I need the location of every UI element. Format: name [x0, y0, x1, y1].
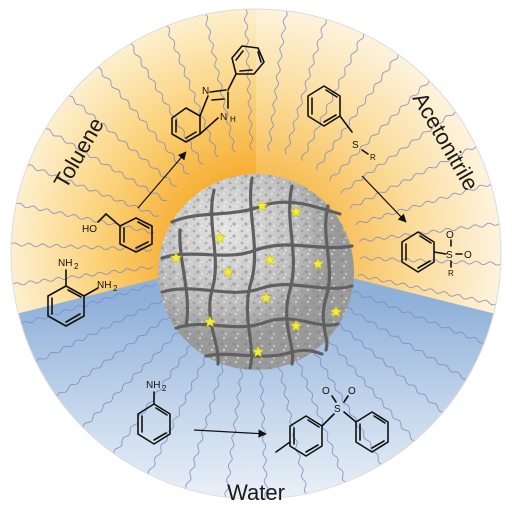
wavy-wire — [11, 265, 153, 288]
star-icon — [251, 345, 265, 358]
wavy-wire — [147, 347, 211, 480]
wavy-wire — [334, 321, 449, 415]
reaction-arrow-toluene — [137, 151, 187, 209]
wavy-wire — [92, 64, 190, 175]
wavy-wire — [243, 9, 254, 151]
wavy-wire — [80, 327, 183, 433]
wavy-wire — [329, 75, 432, 181]
wavy-wire — [224, 356, 245, 499]
star-icon — [263, 253, 277, 266]
oxygen-atom-label: O — [446, 230, 454, 241]
catalyst-sphere — [158, 174, 354, 370]
nitrogen-atom-label: N — [220, 112, 227, 123]
oxygen-atom-label: O — [322, 386, 330, 397]
solvent-label-water: Water — [227, 480, 285, 505]
hydroxyl-group-label: HO — [82, 224, 97, 235]
amine-subscript: 2 — [74, 262, 79, 271]
reaction-arrow-water — [193, 429, 267, 438]
wavy-wire — [63, 93, 178, 187]
wavy-wire — [16, 282, 157, 328]
nitrogen-atom-label: N — [202, 86, 209, 97]
star-icon — [259, 291, 273, 304]
wavy-wire — [276, 355, 310, 499]
wavy-wire — [11, 202, 155, 234]
star-icon — [329, 305, 343, 318]
oxygen-atom-label: O — [464, 250, 472, 261]
star-icon — [289, 319, 303, 332]
star-icon — [289, 205, 303, 218]
wavy-wire — [349, 142, 481, 210]
wavy-wire — [163, 21, 219, 158]
o-phenylenediamine-molecule: NH 2 NH 2 — [47, 258, 118, 327]
wavy-wire — [53, 313, 172, 401]
wavy-wire — [40, 127, 167, 201]
oxygen-atom-label: O — [348, 386, 356, 397]
benzyl-alcohol-molecule: HO — [82, 213, 153, 253]
wavy-wire — [202, 9, 236, 153]
star-icon — [203, 315, 217, 328]
hydrogen-atom-label: H — [230, 115, 236, 124]
wavy-wire — [22, 164, 160, 217]
sulfone-molecule: S O O R — [401, 230, 472, 278]
wavy-wire — [340, 107, 459, 195]
wavy-wire — [308, 343, 386, 469]
wavy-wire — [185, 353, 228, 495]
wavy-wire — [357, 274, 501, 306]
phenylbenzimidazole-molecule: N N H — [171, 45, 265, 143]
catalyst-sites — [169, 199, 343, 358]
wavy-wire — [293, 350, 349, 487]
amine-subscript: 2 — [113, 284, 118, 293]
wavy-wire — [284, 13, 327, 155]
wavy-wire — [126, 39, 204, 165]
star-icon — [169, 251, 183, 264]
wavy-wire — [352, 291, 490, 344]
wavy-wire — [31, 298, 163, 366]
star-icon — [311, 257, 325, 270]
star-icon — [255, 199, 269, 212]
star-icon — [213, 231, 227, 244]
sulfur-atom-label: S — [352, 140, 359, 151]
diaryl-sulfone-molecule: S O O — [275, 386, 389, 457]
reaction-arrow-acetonitrile — [361, 175, 407, 223]
alkyl-group-label: R — [370, 153, 376, 162]
amine-group-label: NH — [58, 258, 72, 269]
disc-outline — [10, 8, 502, 500]
wavy-wire — [267, 9, 288, 152]
aniline-molecule: NH 2 — [137, 380, 171, 445]
wavy-wire — [345, 307, 472, 381]
wavy-wire — [359, 256, 501, 266]
star-icon — [221, 265, 235, 278]
wavy-wire — [359, 220, 501, 243]
thioether-molecule: S R — [307, 85, 376, 162]
sulfur-atom-label: S — [446, 250, 453, 261]
wavy-wire — [355, 180, 496, 226]
amine-group-label: NH — [97, 280, 111, 291]
wavy-wire — [322, 333, 420, 444]
amine-group-label: NH — [146, 380, 160, 391]
amine-subscript: 2 — [162, 384, 167, 393]
alkyl-group-label: R — [448, 269, 454, 278]
wavy-wire — [316, 49, 401, 170]
sulfur-atom-label: S — [334, 404, 341, 415]
